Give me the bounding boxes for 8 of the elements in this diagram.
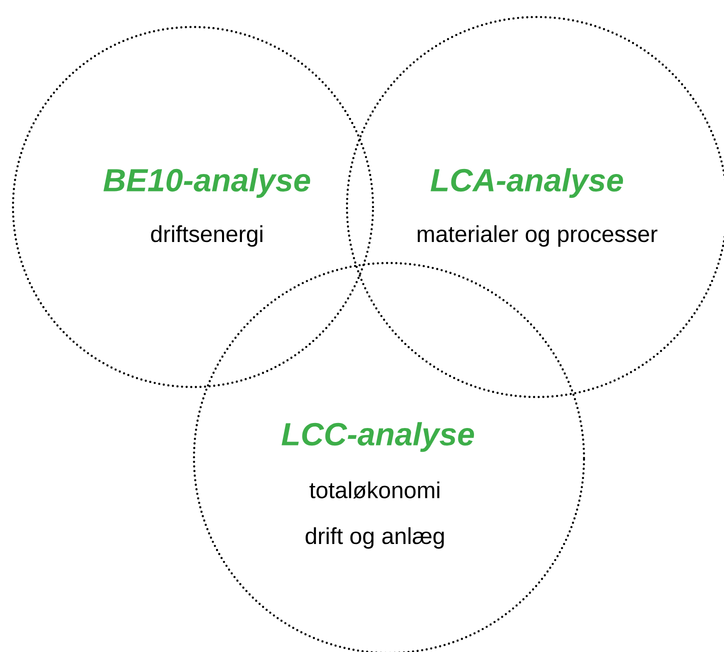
circle-label: drift og anlæg <box>306 527 444 549</box>
circle-label: totaløkonomi <box>310 481 440 499</box>
circle-title: LCC-analyse <box>282 422 474 452</box>
circle-label: materialer og processer <box>418 225 658 247</box>
circle-title: LCA-analyse <box>430 168 624 198</box>
circle-label: driftsenergi <box>151 225 262 247</box>
venn-circle <box>12 26 374 388</box>
circle-title: BE10-analyse <box>104 168 310 198</box>
